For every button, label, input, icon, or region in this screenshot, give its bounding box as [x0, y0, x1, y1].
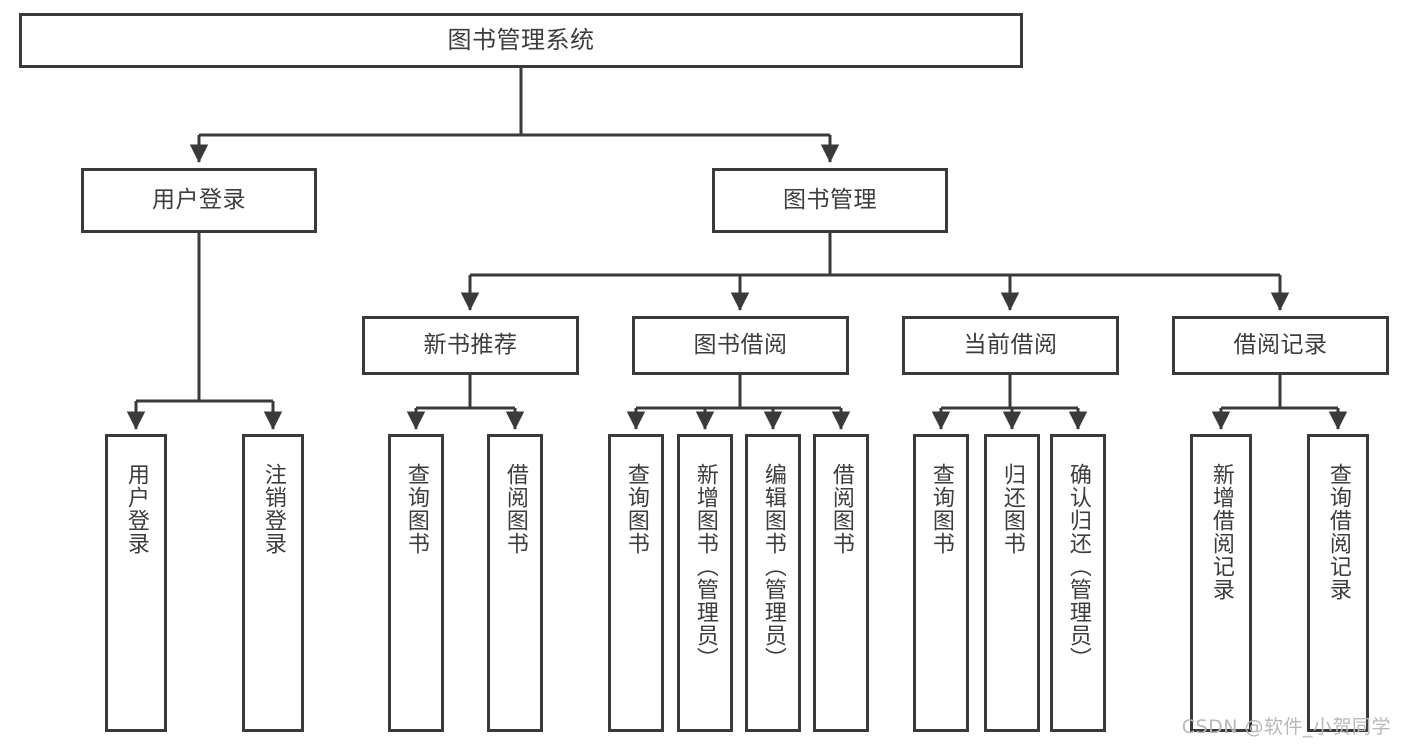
leaf-cb-confirm-return-admin-label: 确认归还（管理员） — [1065, 463, 1091, 670]
leaf-bb-edit-book-admin[interactable]: 编辑图书（管理员） — [745, 434, 801, 732]
leaf-br-query-record[interactable]: 查询借阅记录 — [1307, 434, 1369, 732]
leaf-bb-query-book[interactable]: 查询图书 — [608, 434, 664, 732]
node-new-book-recommend[interactable]: 新书推荐 — [362, 316, 579, 375]
node-borrow-record[interactable]: 借阅记录 — [1172, 316, 1389, 375]
node-borrow-record-label: 借阅记录 — [1233, 331, 1328, 358]
node-new-book-recommend-label: 新书推荐 — [423, 331, 518, 358]
leaf-cb-return-book[interactable]: 归还图书 — [984, 434, 1040, 732]
leaf-cb-confirm-return-admin[interactable]: 确认归还（管理员） — [1050, 434, 1106, 732]
leaf-nb-query-book[interactable]: 查询图书 — [388, 434, 444, 732]
node-book-borrow-label: 图书借阅 — [693, 331, 788, 358]
node-book-borrow[interactable]: 图书借阅 — [632, 316, 849, 375]
leaf-cb-query-book[interactable]: 查询图书 — [913, 434, 969, 732]
leaf-user-login-label: 用户登录 — [123, 463, 149, 555]
leaf-br-add-record[interactable]: 新增借阅记录 — [1190, 434, 1252, 732]
leaf-bb-query-book-label: 查询图书 — [623, 463, 649, 555]
leaf-logout-label: 注销登录 — [260, 463, 286, 555]
leaf-bb-edit-book-admin-label: 编辑图书（管理员） — [760, 463, 786, 670]
node-user-login-label: 用户登录 — [152, 186, 246, 213]
leaf-user-login[interactable]: 用户登录 — [105, 434, 167, 732]
leaf-cb-return-book-label: 归还图书 — [999, 463, 1025, 555]
node-current-borrow[interactable]: 当前借阅 — [902, 316, 1119, 375]
node-book-management[interactable]: 图书管理 — [712, 168, 948, 233]
leaf-br-add-record-label: 新增借阅记录 — [1208, 463, 1234, 601]
node-current-borrow-label: 当前借阅 — [963, 331, 1058, 358]
leaf-nb-borrow-book-label: 借阅图书 — [502, 463, 528, 555]
node-root-label: 图书管理系统 — [447, 26, 595, 55]
leaf-cb-query-book-label: 查询图书 — [928, 463, 954, 555]
node-book-management-label: 图书管理 — [783, 186, 877, 213]
node-root[interactable]: 图书管理系统 — [19, 13, 1023, 68]
leaf-bb-borrow-book-label: 借阅图书 — [828, 463, 854, 555]
leaf-bb-add-book-admin[interactable]: 新增图书（管理员） — [677, 434, 733, 732]
node-user-login[interactable]: 用户登录 — [81, 168, 317, 233]
leaf-br-query-record-label: 查询借阅记录 — [1325, 463, 1351, 601]
leaf-logout[interactable]: 注销登录 — [242, 434, 304, 732]
leaf-bb-borrow-book[interactable]: 借阅图书 — [813, 434, 869, 732]
leaf-nb-borrow-book[interactable]: 借阅图书 — [487, 434, 543, 732]
leaf-bb-add-book-admin-label: 新增图书（管理员） — [692, 463, 718, 670]
csdn-watermark: CSDN @软件_小贺同学 — [1181, 716, 1391, 738]
leaf-nb-query-book-label: 查询图书 — [403, 463, 429, 555]
